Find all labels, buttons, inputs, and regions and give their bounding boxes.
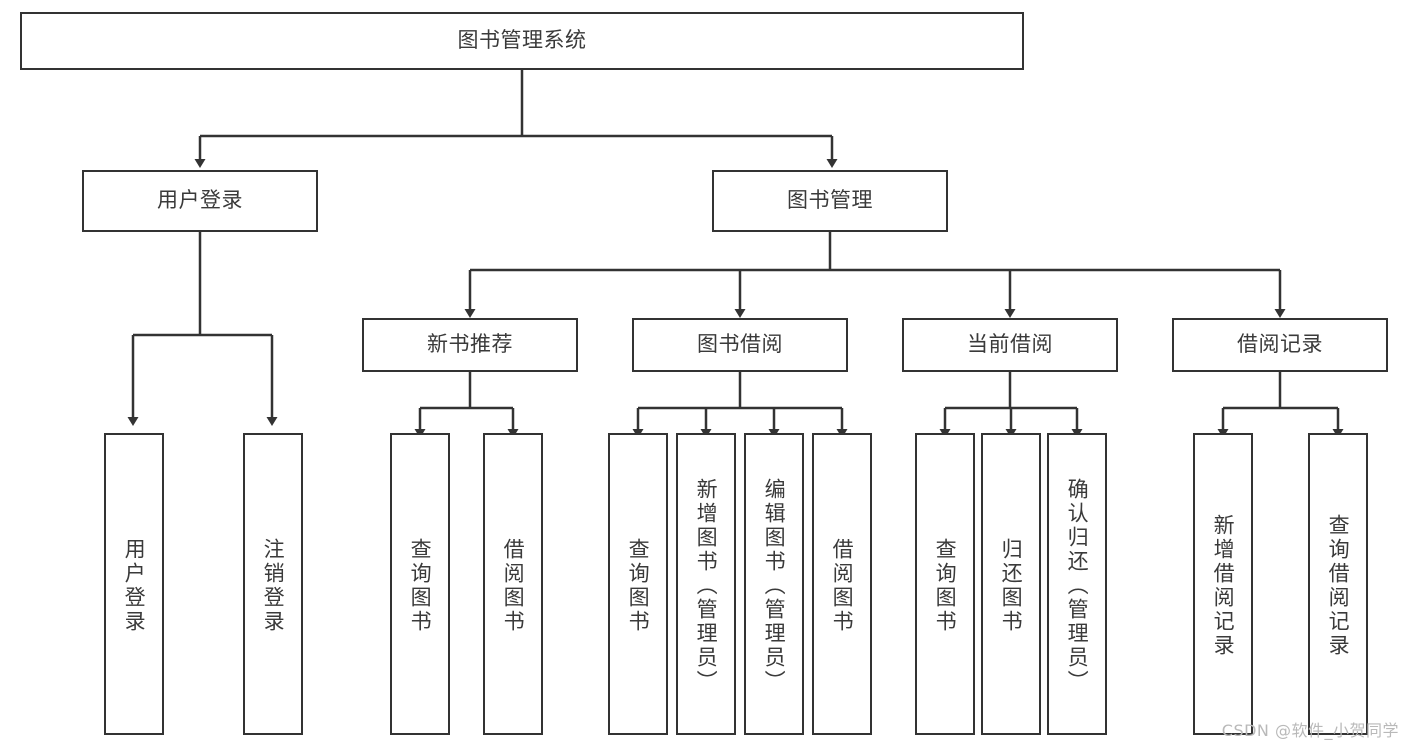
leaf-current-borrow-return[interactable]: 归还图书 — [981, 433, 1041, 735]
node-label: 新增图书（管理员） — [694, 478, 719, 694]
node-new-book-recommend[interactable]: 新书推荐 — [362, 318, 578, 372]
node-label: 新增借阅记录 — [1211, 514, 1236, 658]
leaf-book-borrow-borrow[interactable]: 借阅图书 — [812, 433, 872, 735]
leaf-book-borrow-add[interactable]: 新增图书（管理员） — [676, 433, 736, 735]
leaf-book-borrow-query[interactable]: 查询图书 — [608, 433, 668, 735]
node-label: 查询图书 — [626, 538, 651, 634]
leaf-current-borrow-query[interactable]: 查询图书 — [915, 433, 975, 735]
node-label: 图书管理 — [787, 188, 873, 213]
node-label: 图书管理系统 — [457, 28, 587, 53]
watermark-text: CSDN @软件_小贺同学 — [1221, 721, 1399, 740]
node-label: 用户登录 — [157, 188, 243, 213]
node-book-borrow[interactable]: 图书借阅 — [632, 318, 848, 372]
node-user-login[interactable]: 用户登录 — [82, 170, 318, 232]
node-label: 借阅图书 — [501, 538, 526, 634]
node-label: 归还图书 — [999, 538, 1024, 634]
node-label: 当前借阅 — [967, 332, 1053, 357]
node-book-management[interactable]: 图书管理 — [712, 170, 948, 232]
leaf-user-login-logout[interactable]: 注销登录 — [243, 433, 303, 735]
node-current-borrow[interactable]: 当前借阅 — [902, 318, 1118, 372]
node-label: 注销登录 — [261, 538, 286, 634]
leaf-new-book-query[interactable]: 查询图书 — [390, 433, 450, 735]
node-label: 图书借阅 — [697, 332, 783, 357]
node-label: 查询图书 — [933, 538, 958, 634]
leaf-current-borrow-confirm-return[interactable]: 确认归还（管理员） — [1047, 433, 1107, 735]
leaf-new-book-borrow[interactable]: 借阅图书 — [483, 433, 543, 735]
leaf-user-login-login[interactable]: 用户登录 — [104, 433, 164, 735]
node-label: 借阅记录 — [1237, 332, 1323, 357]
node-root-book-management-system[interactable]: 图书管理系统 — [20, 12, 1024, 70]
node-label: 新书推荐 — [427, 332, 513, 357]
node-label: 查询图书 — [408, 538, 433, 634]
node-borrow-record[interactable]: 借阅记录 — [1172, 318, 1388, 372]
leaf-borrow-record-add[interactable]: 新增借阅记录 — [1193, 433, 1253, 735]
node-label: 用户登录 — [122, 538, 147, 634]
node-label: 确认归还（管理员） — [1065, 478, 1090, 694]
leaf-book-borrow-edit[interactable]: 编辑图书（管理员） — [744, 433, 804, 735]
node-label: 查询借阅记录 — [1326, 514, 1351, 658]
node-label: 编辑图书（管理员） — [762, 478, 787, 694]
leaf-borrow-record-query[interactable]: 查询借阅记录 — [1308, 433, 1368, 735]
node-label: 借阅图书 — [830, 538, 855, 634]
